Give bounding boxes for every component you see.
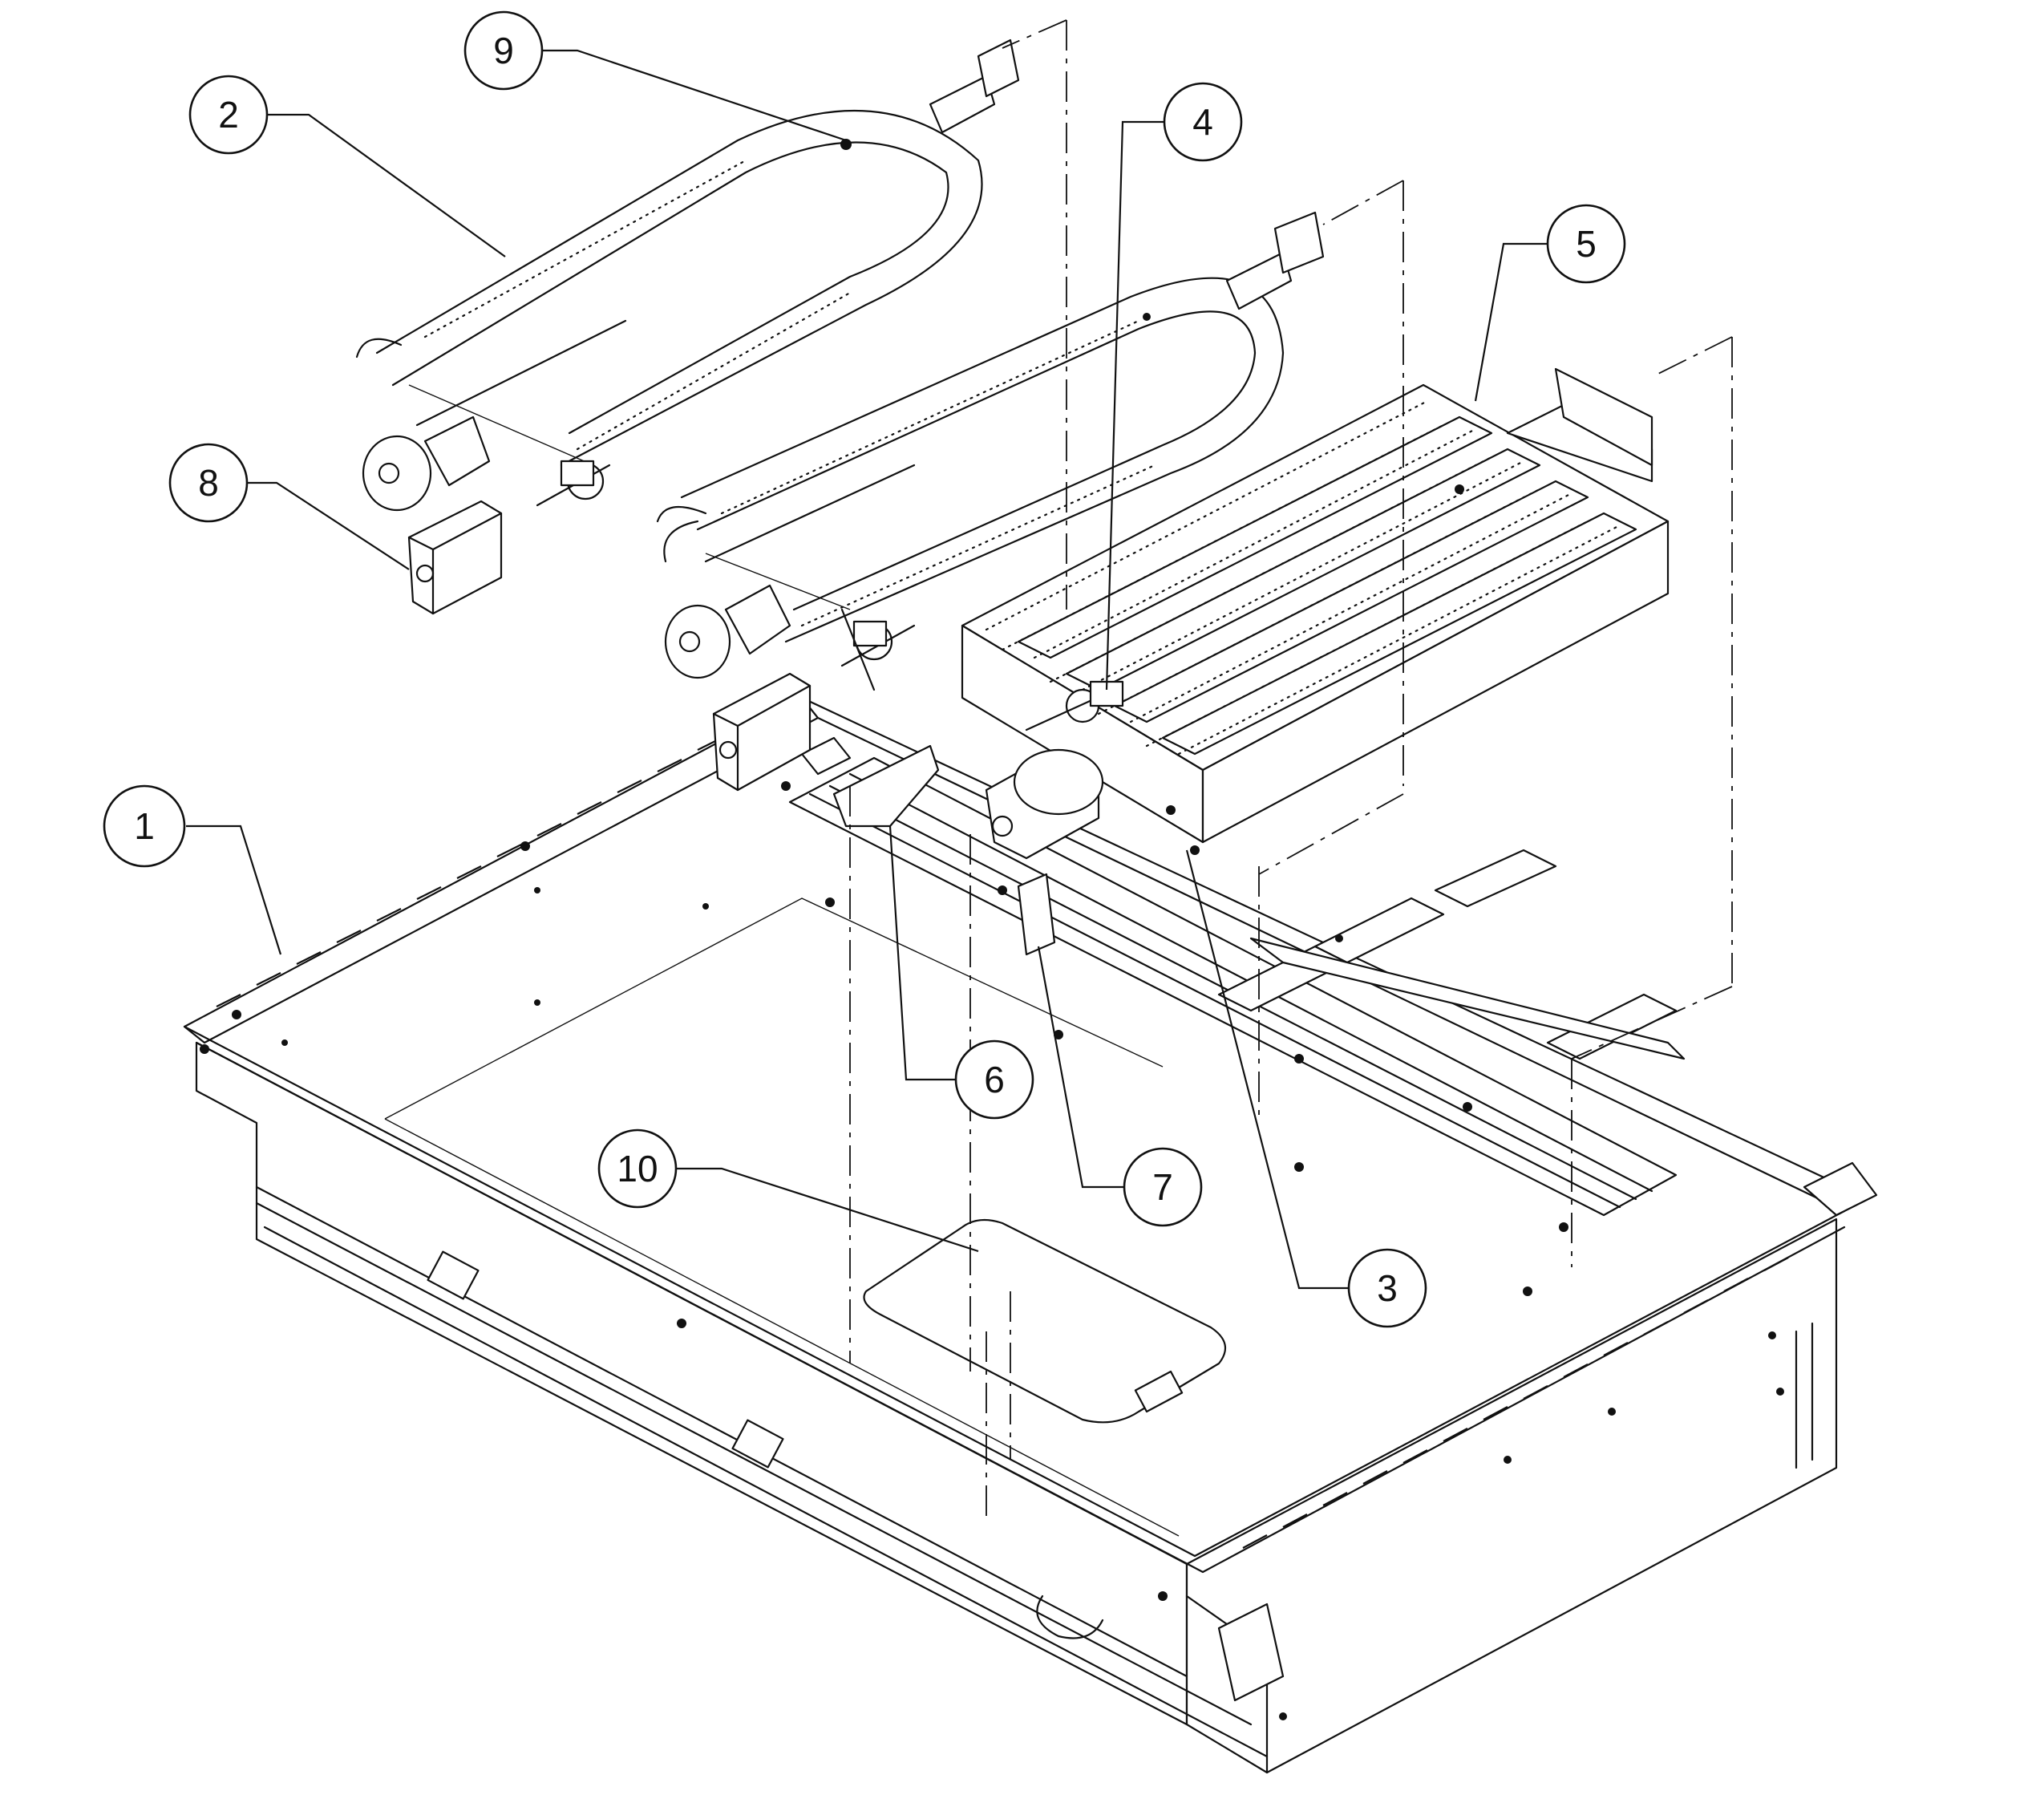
- rim-slots-right: [1242, 1257, 1789, 1549]
- u-burner-rear: [355, 38, 1020, 512]
- callout-8: 8: [168, 443, 249, 523]
- callout-1: 1: [103, 784, 186, 868]
- callout-5: 5: [1546, 204, 1626, 284]
- center-rail: [788, 736, 1686, 1232]
- valve-front: [840, 608, 916, 691]
- leader-10: [674, 1167, 979, 1253]
- leader-6: [888, 825, 957, 1081]
- leader-4: [1105, 120, 1165, 691]
- leader-5: [1474, 242, 1549, 402]
- igniter-box-front: [712, 672, 812, 792]
- leader-7: [1037, 946, 1125, 1189]
- callout-6: 6: [954, 1039, 1034, 1120]
- control-bracket: [832, 744, 940, 828]
- infrared-burner: [961, 367, 1670, 855]
- rim-slots-left: [216, 715, 763, 1007]
- leader-9: [529, 49, 847, 142]
- leader-2: [261, 113, 506, 257]
- callout-8-label: 8: [198, 462, 219, 504]
- callout-5-label: 5: [1576, 223, 1597, 265]
- igniter-box-rear: [407, 500, 503, 615]
- callout-1-label: 1: [134, 805, 155, 847]
- u-burner-front: [656, 211, 1325, 679]
- leader-1: [186, 825, 282, 955]
- valve-rear: [536, 460, 611, 507]
- igniter-box-burner5: [985, 748, 1104, 860]
- callout-3: 3: [1347, 1248, 1427, 1328]
- screw-holes: [200, 781, 1784, 1720]
- heat-shield-plate: [1017, 873, 1056, 956]
- leader-lines: [186, 49, 1549, 1290]
- burner-strips: [985, 399, 1637, 756]
- leader-3: [1185, 849, 1350, 1290]
- callout-9: 9: [463, 10, 544, 91]
- callout-6-label: 6: [984, 1059, 1005, 1100]
- callout-4: 4: [1163, 82, 1243, 162]
- callout-3-label: 3: [1377, 1267, 1398, 1309]
- callout-9-label: 9: [493, 30, 514, 71]
- callout-2: 2: [188, 75, 269, 155]
- callout-7-label: 7: [1152, 1166, 1173, 1208]
- callout-4-label: 4: [1192, 101, 1213, 143]
- callout-7: 7: [1123, 1147, 1203, 1227]
- callout-2-label: 2: [218, 94, 239, 136]
- callout-10-label: 10: [617, 1148, 658, 1189]
- callout-10: 10: [597, 1128, 678, 1209]
